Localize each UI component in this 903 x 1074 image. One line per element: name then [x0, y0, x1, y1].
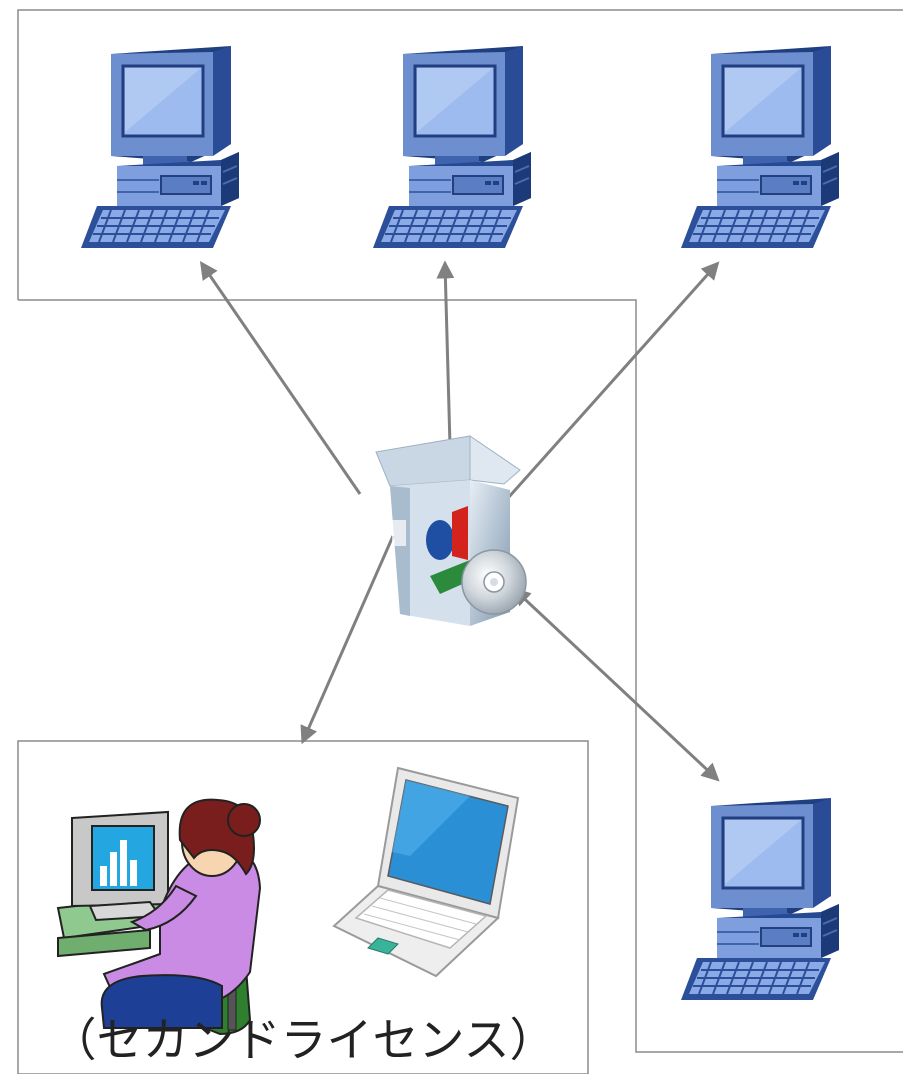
arrow-to-pc-top-left	[199, 261, 362, 495]
desktop-computer-icon	[679, 44, 841, 250]
arrow-to-pc-top-right	[506, 261, 720, 499]
desktop-computer-icon	[679, 796, 841, 1002]
desktop-computer-icon	[79, 44, 241, 250]
second-license-caption: （セカンドライセンス）	[50, 1013, 556, 1067]
laptop-icon	[332, 766, 520, 978]
woman-at-computer-icon	[56, 798, 262, 1036]
arrow-to-pc-bottom-right	[512, 587, 720, 782]
desktop-computer-icon	[371, 44, 533, 250]
arrow-to-second-license	[300, 535, 395, 745]
top-group-frame	[17, 9, 903, 300]
software-box-with-cd-icon	[375, 435, 527, 626]
